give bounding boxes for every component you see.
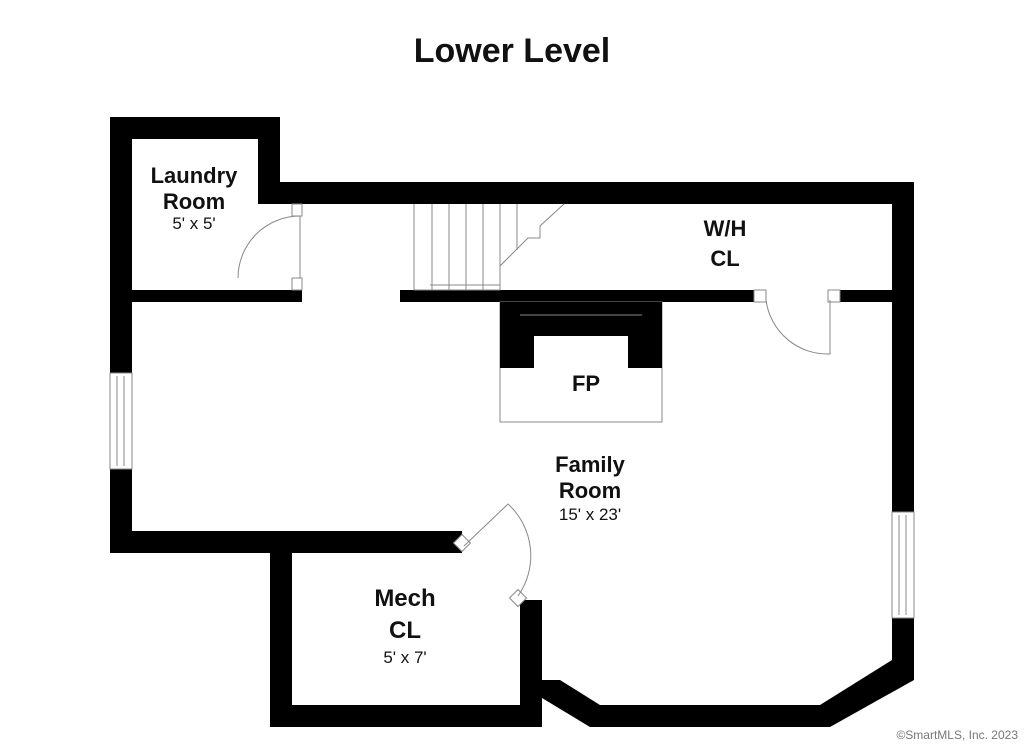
wall-wh-bottom-left xyxy=(400,290,754,302)
copyright-notice: ©SmartMLS, Inc. 2023 xyxy=(896,728,1018,742)
laundry-door xyxy=(237,215,301,279)
wh-closet-name-line2: CL xyxy=(710,246,739,271)
fireplace-firebox xyxy=(500,302,662,368)
wh-closet-name-line1: W/H xyxy=(704,216,747,241)
wh-door-jamb-right xyxy=(827,289,841,303)
mech-door-jamb-bottom xyxy=(508,588,528,608)
wall-mech-right xyxy=(520,600,542,727)
laundry-room-dimensions: 5' x 5' xyxy=(172,214,215,233)
wall-right-upper xyxy=(892,182,914,512)
laundry-room-name-line1: Laundry xyxy=(151,163,239,188)
mech-door-jamb-top xyxy=(452,533,472,553)
mech-closet-name-line2: CL xyxy=(389,617,421,644)
wall-mech-left xyxy=(270,531,292,727)
mech-closet-dimensions: 5' x 7' xyxy=(383,648,426,667)
mech-closet-door xyxy=(463,503,532,597)
fireplace-label: FP xyxy=(572,371,600,396)
wall-bay-bottom xyxy=(531,660,914,727)
laundry-door-jamb-top xyxy=(291,203,303,217)
wall-wh-bottom-right xyxy=(840,290,892,302)
window-left xyxy=(109,372,133,470)
family-room-dimensions: 15' x 23' xyxy=(559,505,621,524)
mech-closet-name-line1: Mech xyxy=(374,585,435,612)
family-room-name-line2: Room xyxy=(559,478,621,503)
family-room-name-line1: Family xyxy=(555,452,625,477)
windows xyxy=(109,372,915,619)
laundry-room-name-line2: Room xyxy=(163,189,225,214)
stairs xyxy=(413,203,565,291)
wh-closet-door xyxy=(765,299,831,355)
fireplace xyxy=(499,301,663,423)
wall-laundry-top xyxy=(110,117,280,139)
wh-door-jamb-left xyxy=(753,289,767,303)
wall-laundry-bottom xyxy=(132,290,302,302)
laundry-door-jamb-bottom xyxy=(291,277,303,291)
wall-left-upper xyxy=(110,117,132,373)
doors xyxy=(237,203,841,608)
page-title: Lower Level xyxy=(414,32,611,70)
window-right xyxy=(891,511,915,619)
wall-top xyxy=(258,182,914,204)
interior-walls xyxy=(132,290,892,302)
wall-mech-bottom xyxy=(270,705,542,727)
